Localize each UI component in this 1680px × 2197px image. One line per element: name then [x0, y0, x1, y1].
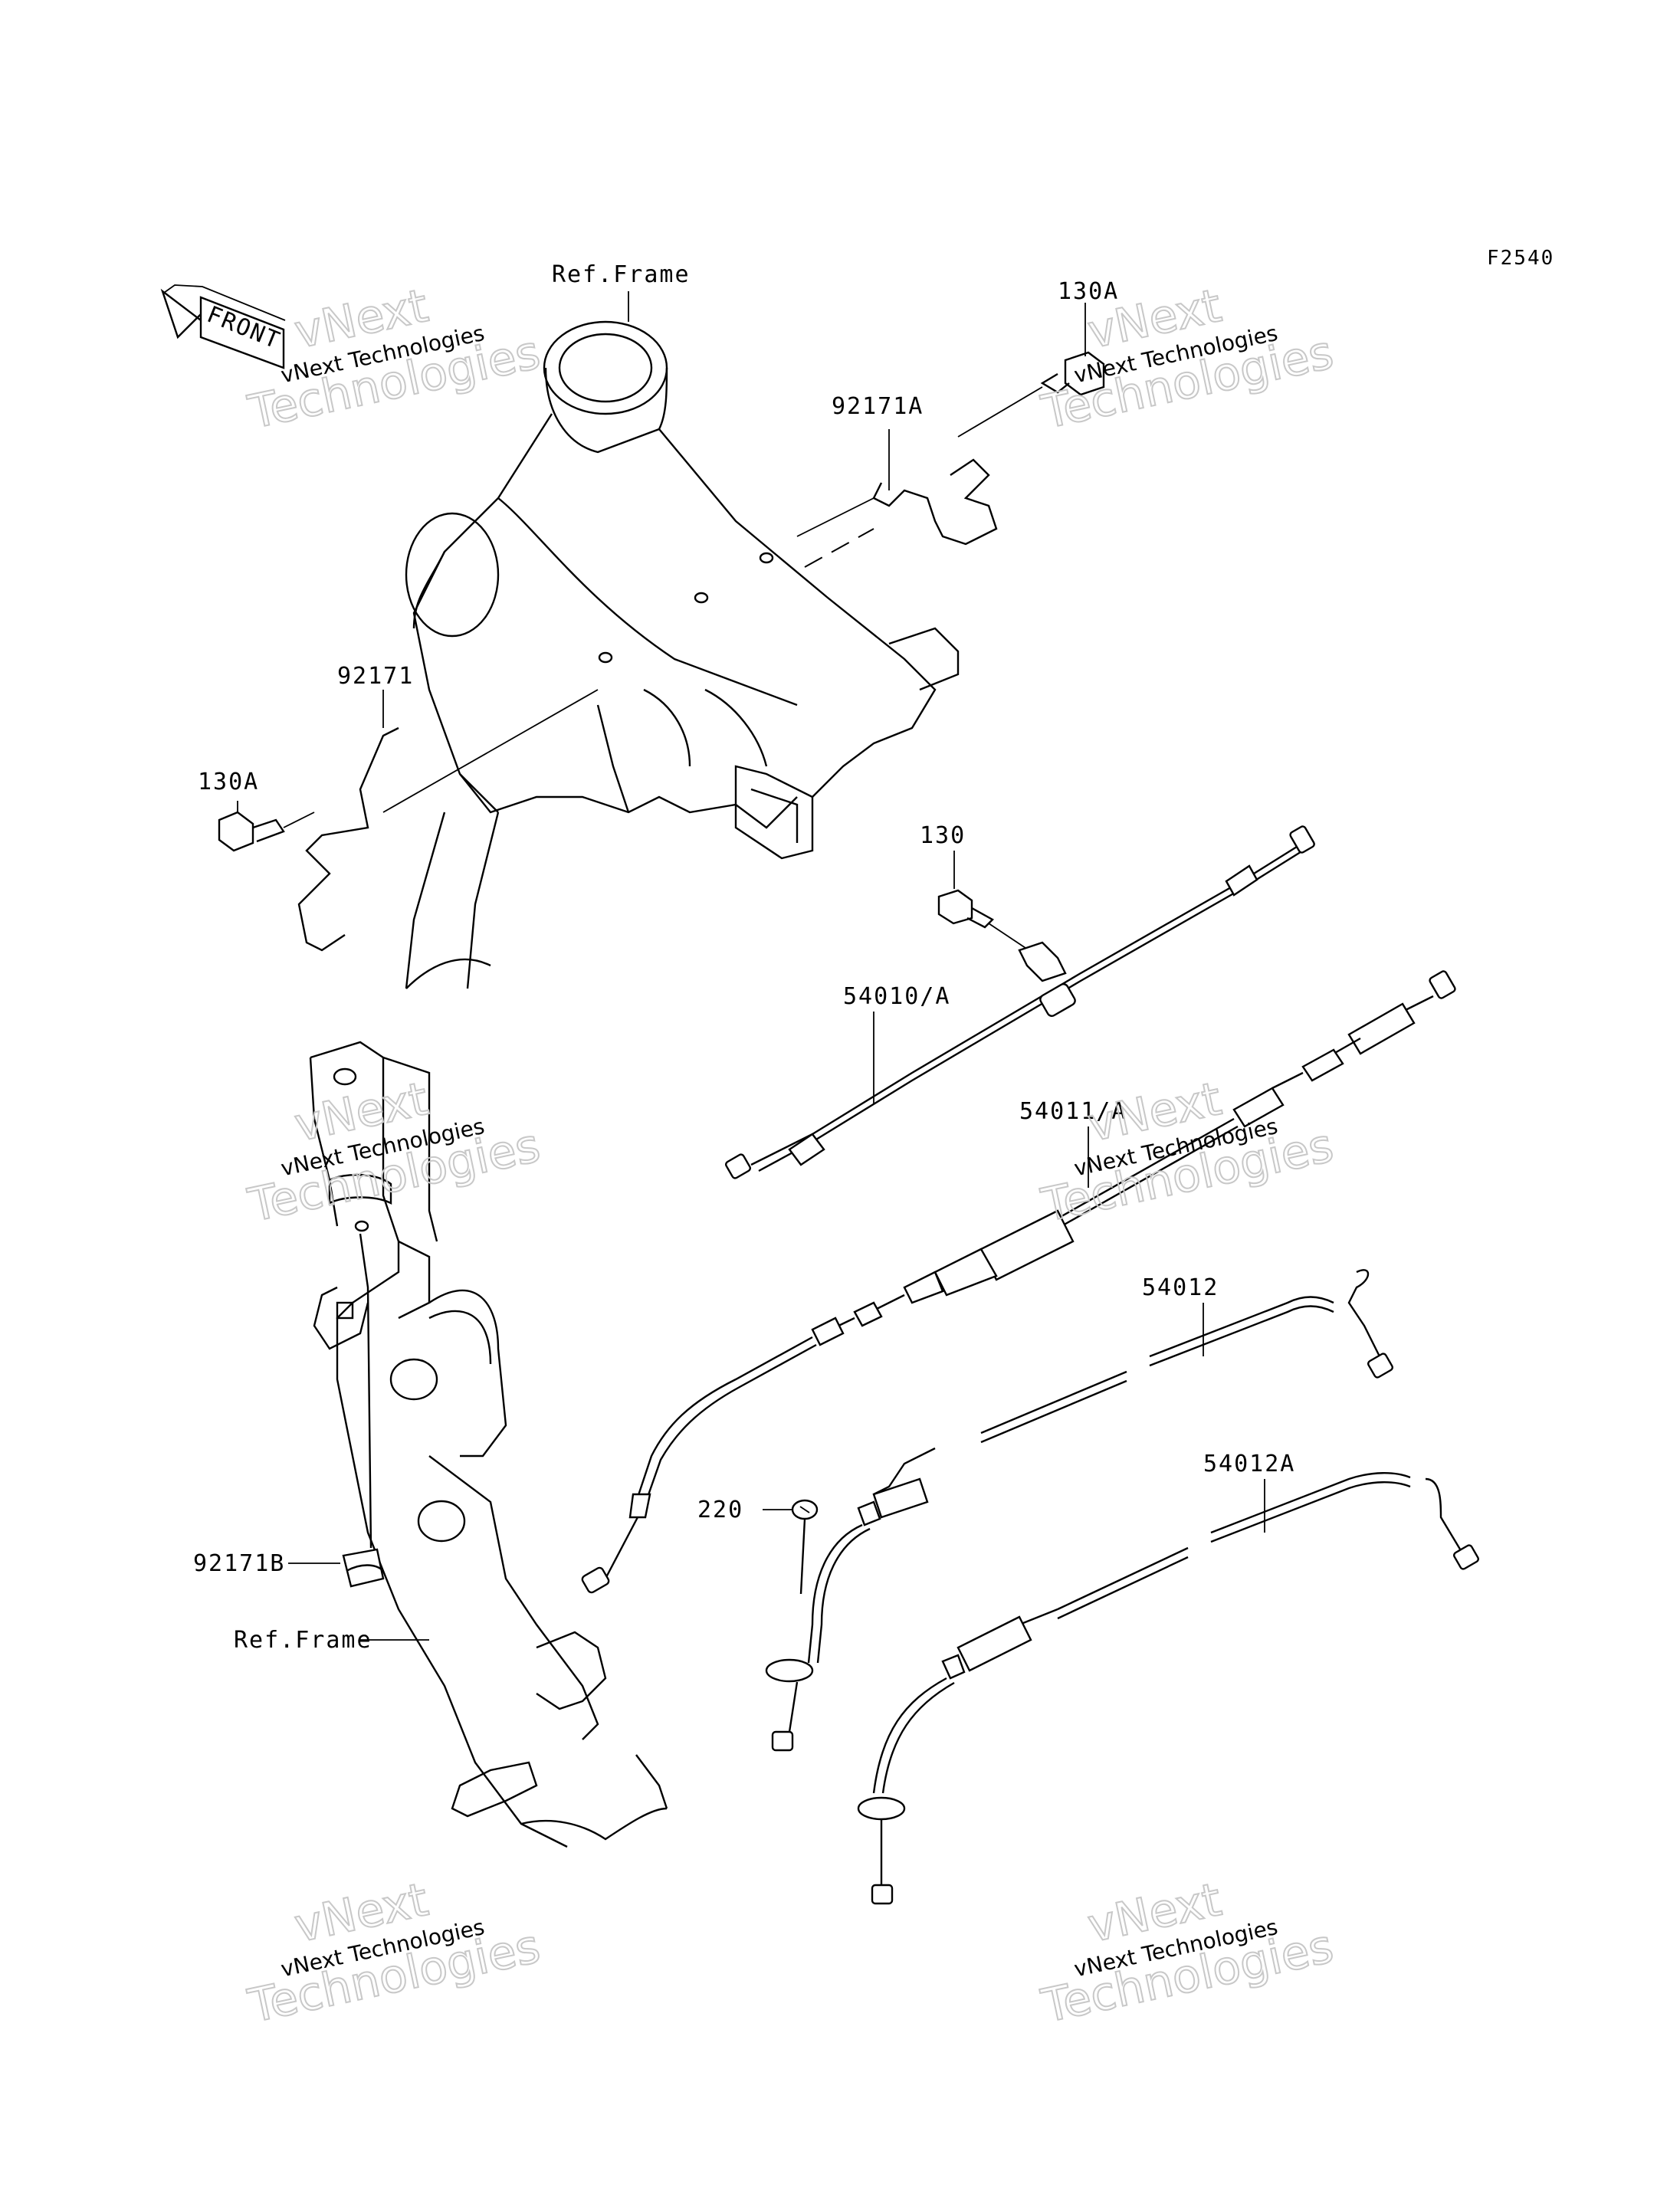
diagram-code: F2540: [1487, 247, 1554, 270]
frame-lower-assembly: [309, 1041, 668, 1848]
cable-54012a: [857, 1472, 1479, 1905]
clip-92171b-icon: [288, 1220, 385, 1588]
clamp-92171: [297, 689, 599, 952]
callout-130a-top: 130A: [1058, 278, 1119, 305]
callout-130a-left: 130A: [198, 769, 259, 795]
bolt-130-icon: [937, 851, 1035, 955]
callout-220: 220: [697, 1497, 743, 1523]
frame-head-assembly: [405, 291, 960, 989]
bolt-130a-left-icon: [218, 801, 315, 852]
callout-54012: 54012: [1142, 1274, 1219, 1301]
callout-ref-frame-bottom: Ref.Frame: [234, 1627, 372, 1654]
callout-92171b: 92171B: [193, 1550, 285, 1577]
watermark-5: vNext vNext Technologies Technologies: [243, 1872, 546, 2035]
clamp-92171a: [796, 429, 998, 568]
callout-92171a: 92171A: [832, 393, 924, 420]
cable-54012: [765, 1269, 1393, 1752]
watermark-6: vNext vNext Technologies Technologies: [1036, 1872, 1339, 2035]
callout-ref-frame-top: Ref.Frame: [552, 261, 691, 288]
callout-54011a: 54011/A: [1019, 1098, 1127, 1125]
callout-54012a: 54012A: [1203, 1451, 1295, 1477]
callout-130: 130: [920, 822, 966, 849]
cable-54010a: [725, 825, 1315, 1179]
cable-54011a: [581, 970, 1456, 1594]
screw-220-icon: [763, 1499, 819, 1595]
front-arrow-icon: FRONT: [160, 284, 286, 369]
callout-92171: 92171: [337, 663, 414, 690]
callout-54010a: 54010/A: [843, 983, 950, 1010]
bolt-130a-top-icon: [957, 303, 1105, 438]
